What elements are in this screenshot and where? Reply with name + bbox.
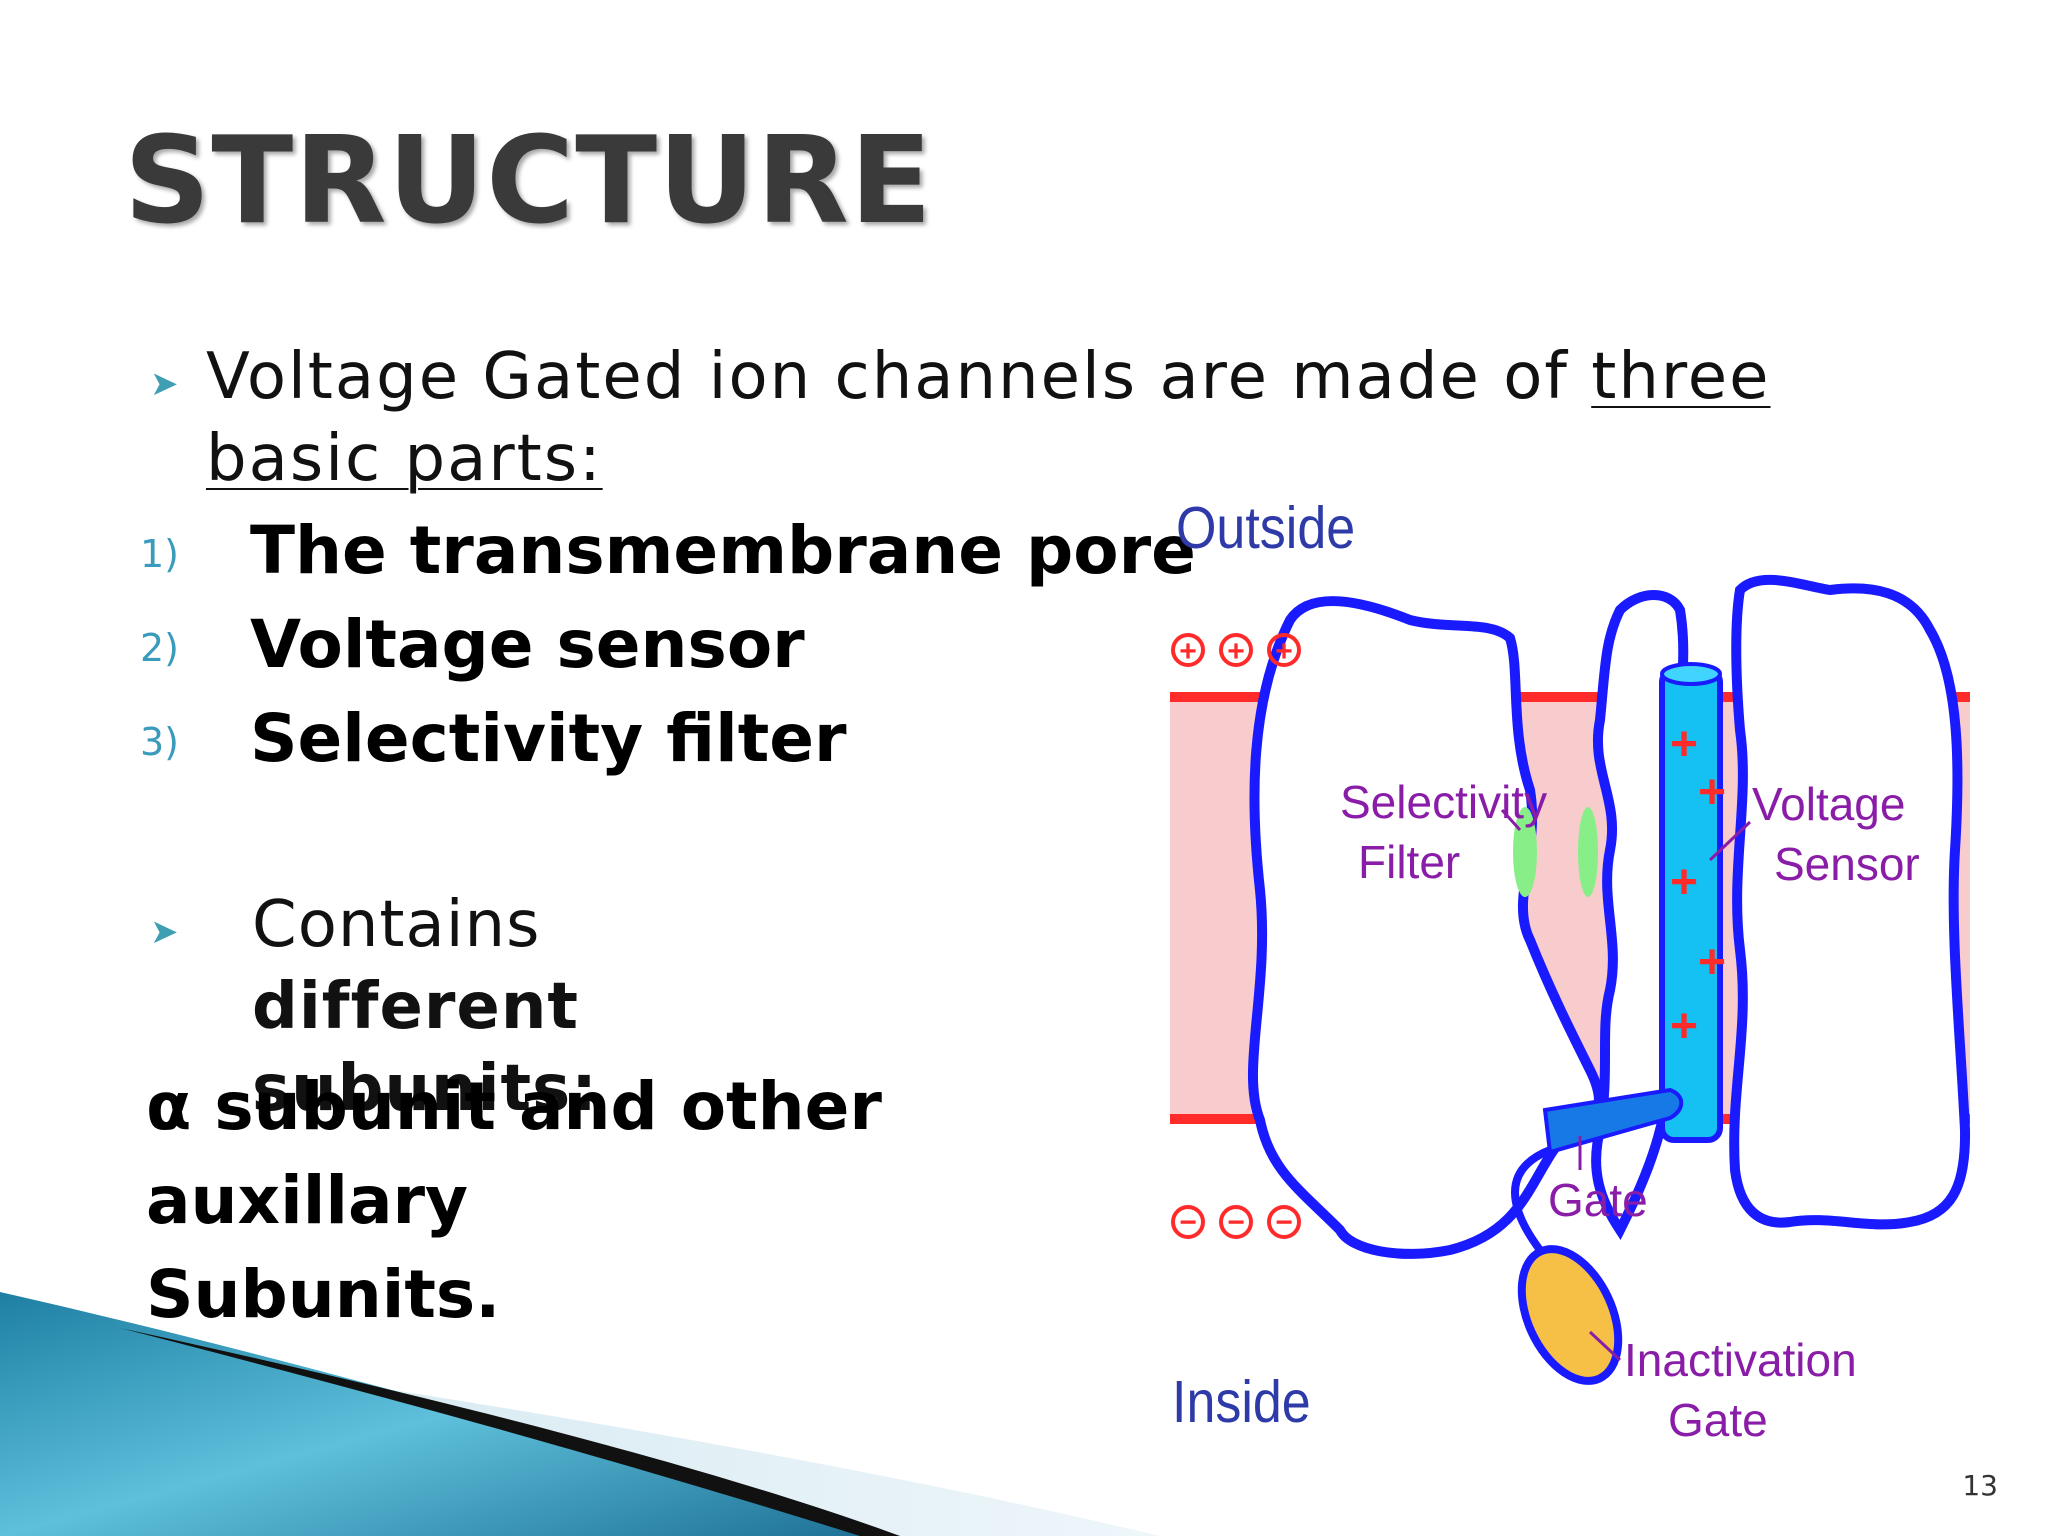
selectivity-pointer (1500, 808, 1522, 832)
ion-channel-diagram: + + + + + + + + − − − Outside Inside Sel… (1170, 494, 1971, 1446)
gate-label: Gate (1548, 1174, 1648, 1226)
intro-paragraph: Voltage Gated ion channels are made of t… (206, 336, 1936, 500)
voltage-pointer (1708, 820, 1752, 862)
sensor-charge-1: + (1670, 718, 1698, 771)
inside-negative-charges (1171, 1205, 1301, 1239)
negative-charge-1: − (1179, 1206, 1197, 1239)
voltage-sensor-label-1: Voltage (1752, 778, 1905, 830)
outside-positive-charges (1171, 633, 1301, 667)
inactivation-tether (1511, 1146, 1552, 1253)
contains-paragraph: Contains different subunits: (252, 884, 872, 1130)
inactivation-pointer (1588, 1330, 1622, 1362)
page-number: 13 (1962, 1469, 1998, 1502)
part-label: Voltage sensor (250, 606, 805, 683)
part-label: Selectivity filter (250, 700, 847, 777)
part-number: 2) (140, 626, 180, 670)
alpha-line-2: Subunits. (146, 1256, 501, 1333)
inactivation-gate-label-1: Inactivation (1624, 1334, 1857, 1386)
sensor-charge-5: + (1670, 1000, 1698, 1053)
alpha-line-1: α subunit and other auxillary (146, 1068, 882, 1239)
part-number: 3) (140, 720, 180, 764)
slide-title: STRUCTURE (124, 112, 933, 251)
positive-charge-1: + (1179, 635, 1197, 668)
part-label: The transmembrane pore (250, 512, 1196, 589)
voltage-sensor-label-2: Sensor (1774, 838, 1920, 890)
selectivity-filter-label-2: Filter (1358, 836, 1460, 888)
sensor-charge-3: + (1670, 856, 1698, 909)
membrane-top-edge (1170, 692, 1970, 702)
negative-charge-3: − (1275, 1206, 1293, 1239)
positive-charge-3: + (1275, 635, 1293, 668)
inside-label: Inside (1172, 1368, 1311, 1435)
intro-underlined-text: three basic parts: (206, 340, 1771, 496)
arrow-bullet-icon: ➤ (150, 364, 179, 404)
sensor-charge-4: + (1698, 936, 1726, 989)
selectivity-filter-patch-right (1578, 807, 1598, 897)
negative-charge-2: − (1227, 1206, 1245, 1239)
arrow-bullet-icon: ➤ (150, 912, 179, 952)
inactivation-gate-ball (1517, 1245, 1623, 1385)
selectivity-filter-label-1: Selectivity (1340, 776, 1547, 828)
part-number: 1) (140, 532, 180, 576)
alpha-subunit-text: α subunit and other auxillary Subunits. (146, 1060, 1146, 1342)
outside-label: Outside (1176, 494, 1355, 561)
inactivation-gate-label-2: Gate (1668, 1394, 1768, 1446)
contains-bold: different subunits: (252, 970, 598, 1126)
voltage-sensor-top (1660, 662, 1722, 686)
positive-charge-2: + (1227, 635, 1245, 668)
right-subunit (1729, 574, 1971, 1230)
contains-prefix: Contains (252, 888, 541, 962)
sensor-charge-2: + (1698, 766, 1726, 819)
intro-text: Voltage Gated ion channels are made of (206, 340, 1592, 414)
